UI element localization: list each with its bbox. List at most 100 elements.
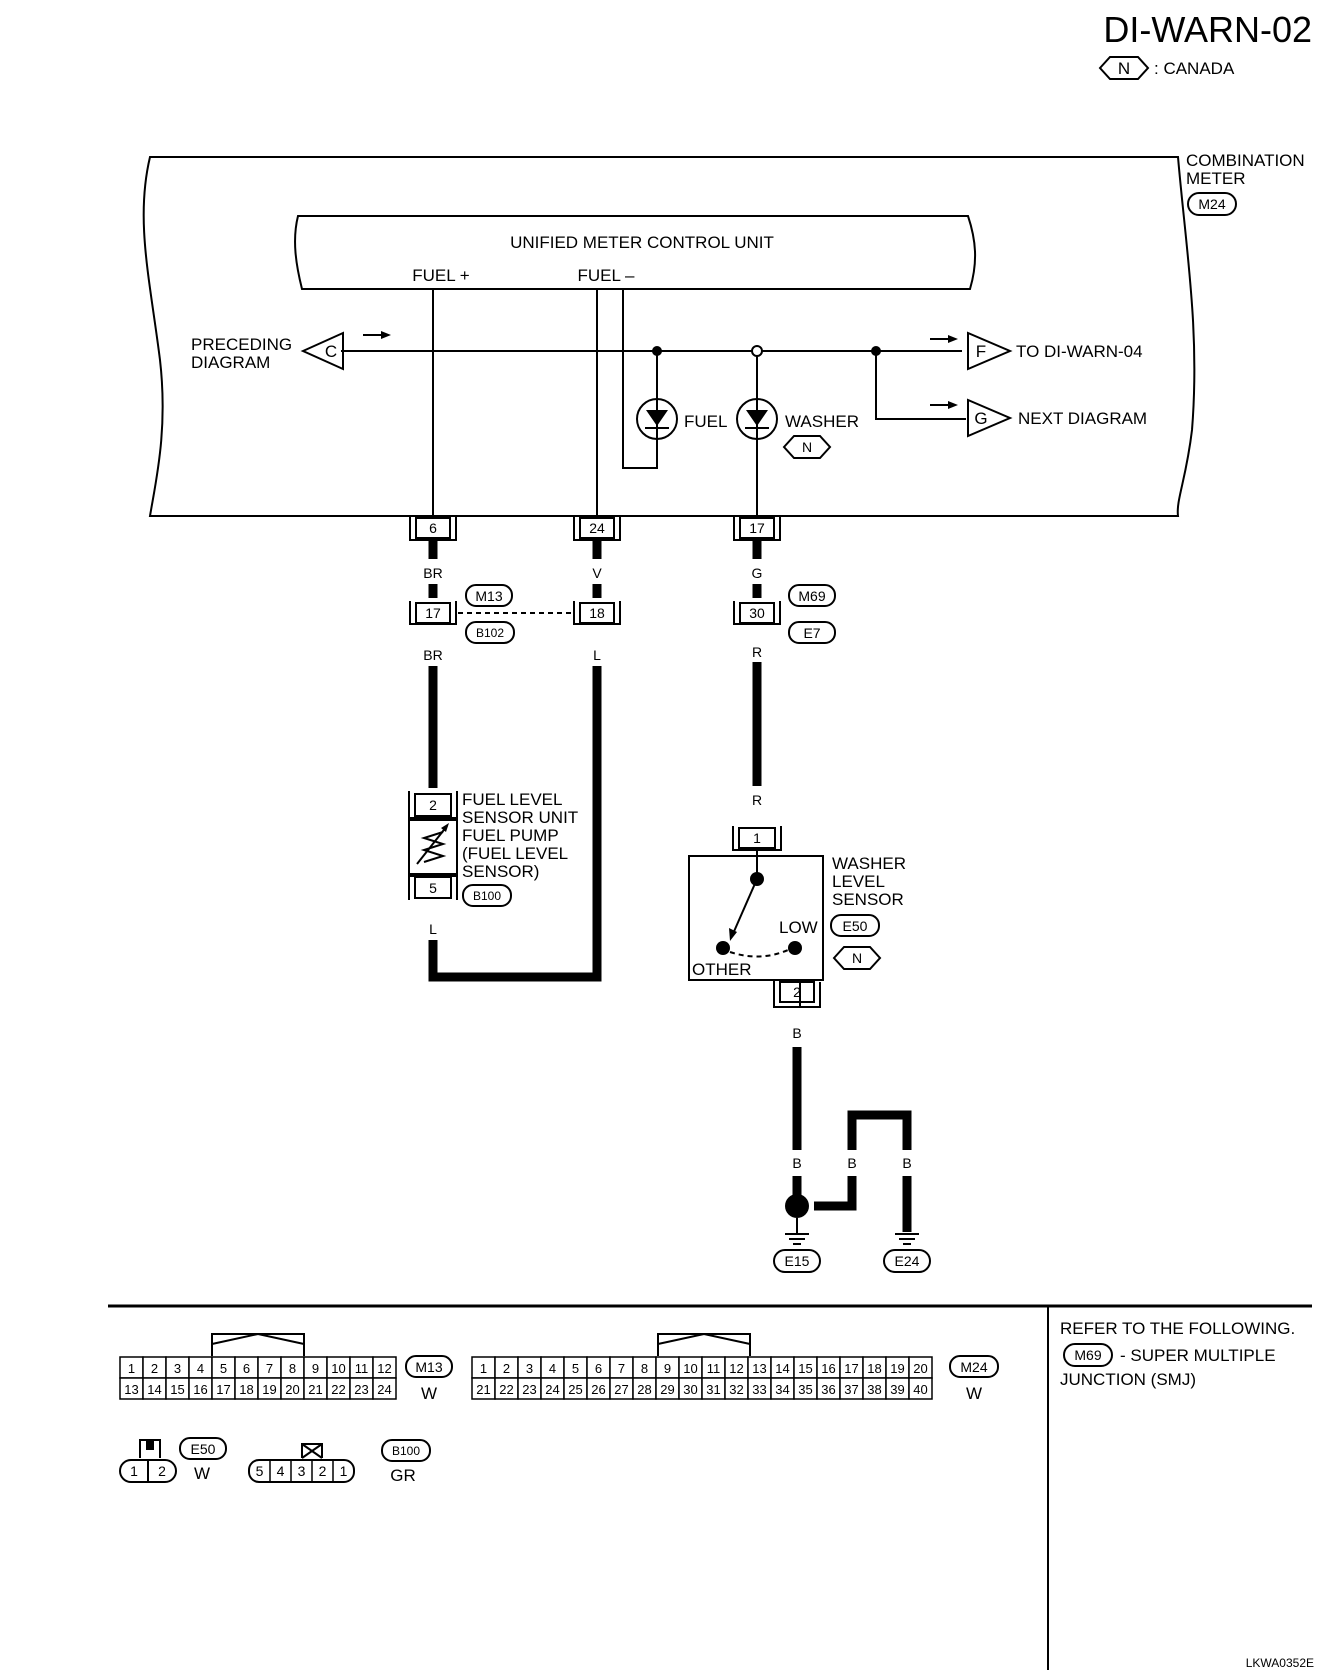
preceding-diagram-label-2: DIAGRAM	[191, 353, 270, 372]
m13-pin-label: 17	[216, 1382, 230, 1397]
connector-label-b102: B102	[465, 621, 515, 644]
m13-pin-label: 18	[239, 1382, 253, 1397]
refer-heading: REFER TO THE FOLLOWING.	[1060, 1319, 1295, 1338]
wire-b	[847, 1110, 912, 1150]
m24-pin-label: 4	[549, 1361, 556, 1376]
to-di-warn-04-label: TO DI-WARN-04	[1016, 342, 1143, 361]
figure-code: LKWA0352E	[1246, 1656, 1314, 1670]
washer-sensor-canada-symbol: N	[832, 946, 882, 970]
ground-label-e15: E15	[773, 1249, 821, 1273]
m24-pin-label: 20	[913, 1361, 927, 1376]
svg-text:N: N	[1118, 59, 1130, 78]
wire-color-b: B	[792, 1025, 801, 1041]
svg-text:N: N	[802, 439, 812, 455]
svg-text:1: 1	[130, 1463, 138, 1479]
washer-indicator-label: WASHER	[785, 412, 859, 431]
b100-pin-label: 2	[319, 1463, 327, 1479]
meter-pin-24: 24	[573, 516, 621, 541]
connector-label-m24-view: M24	[949, 1355, 999, 1378]
m24-pin-label: 17	[844, 1361, 858, 1376]
m13-pin-label: 1	[128, 1361, 135, 1376]
m24-pin-label: 24	[545, 1382, 559, 1397]
m24-pin-label: 26	[591, 1382, 605, 1397]
washer-sensor-label: SENSOR	[832, 890, 904, 909]
refer-line-2: - SUPER MULTIPLE	[1120, 1346, 1276, 1365]
m13-pin-label: 3	[174, 1361, 181, 1376]
washer-low-label: LOW	[779, 918, 818, 937]
m24-pin-label: 1	[480, 1361, 487, 1376]
washer-other-label: OTHER	[692, 960, 752, 979]
m24-pin-label: 21	[476, 1382, 490, 1397]
m13-pin-label: 15	[170, 1382, 184, 1397]
fuel-minus-label: FUEL –	[577, 266, 635, 285]
m24-pin-label: 27	[614, 1382, 628, 1397]
svg-text:M69: M69	[1074, 1347, 1101, 1363]
wire-l	[428, 666, 602, 982]
wire-color-br-lower: BR	[423, 647, 442, 663]
svg-text:E50: E50	[843, 918, 868, 934]
connector-color-m13: W	[421, 1384, 437, 1403]
m24-pin-label: 9	[664, 1361, 671, 1376]
m24-pin-label: 29	[660, 1382, 674, 1397]
m13-pin-label: 19	[262, 1382, 276, 1397]
flow-arrow	[930, 335, 958, 343]
svg-text:B100: B100	[473, 889, 501, 903]
svg-text:5: 5	[429, 880, 437, 896]
m13-pin-label: 12	[377, 1361, 391, 1376]
b100-outline	[248, 1459, 355, 1483]
connector-label-m69: M69	[788, 584, 836, 607]
next-diagram-label: NEXT DIAGRAM	[1018, 409, 1147, 428]
m13-pin-label: 6	[243, 1361, 250, 1376]
svg-text:E15: E15	[785, 1253, 810, 1269]
svg-text:2: 2	[158, 1463, 166, 1479]
wire-b	[814, 1176, 857, 1211]
m13-pin-label: 7	[266, 1361, 273, 1376]
m24-cell	[908, 1377, 933, 1400]
svg-text:C: C	[325, 342, 337, 361]
svg-text:17: 17	[749, 520, 765, 536]
m13-pin-label: 2	[151, 1361, 158, 1376]
m24-pin-label: 7	[618, 1361, 625, 1376]
m24-pin-label: 38	[867, 1382, 881, 1397]
m24-pin-label: 32	[729, 1382, 743, 1397]
wire-color-g: G	[752, 565, 763, 581]
m24-pin-label: 11	[707, 1361, 721, 1376]
m24-pin-label: 25	[568, 1382, 582, 1397]
m24-pin-label: 15	[798, 1361, 812, 1376]
fuel-sensor-label: SENSOR UNIT	[462, 808, 578, 827]
combination-meter-label-1: COMBINATION	[1186, 151, 1305, 170]
svg-text:E24: E24	[895, 1253, 920, 1269]
wire-color-l-upper: L	[593, 647, 601, 663]
reference-f-marker[interactable]: F	[967, 331, 1013, 371]
washer-canada-symbol: N	[782, 435, 832, 459]
svg-text:F: F	[976, 342, 986, 361]
combination-meter-outline	[142, 156, 1196, 517]
svg-text:M13: M13	[415, 1359, 442, 1375]
m13-cell	[372, 1377, 397, 1400]
reference-g-marker[interactable]: G	[967, 398, 1013, 438]
m24-pin-label: 18	[867, 1361, 881, 1376]
connector-label-m24: M24	[1187, 192, 1237, 216]
connector-label-e50: E50	[830, 914, 880, 937]
m13-pin-label: 5	[220, 1361, 227, 1376]
meter-pin-6: 6	[409, 516, 457, 541]
connector-label-e50-view: E50	[179, 1437, 227, 1460]
connector-label-m13-view: M13	[405, 1355, 453, 1378]
wire-color-r-lower: R	[752, 792, 762, 808]
flow-arrow	[363, 331, 391, 339]
b100-pin-label: 4	[277, 1463, 285, 1479]
meter-pin-17: 17	[733, 516, 781, 541]
fuel-sensor-label: FUEL PUMP	[462, 826, 559, 845]
m13-pin-label: 11	[355, 1361, 369, 1376]
canada-legend: : CANADA	[1154, 59, 1235, 78]
joint-connector-18: 18	[573, 601, 621, 625]
svg-text:1: 1	[753, 830, 761, 846]
b100-pin-label: 3	[298, 1463, 306, 1479]
reference-c-marker[interactable]: C	[300, 331, 344, 371]
m13-pin-label: 20	[285, 1382, 299, 1397]
bus-open-junction	[751, 345, 763, 357]
fuel-level-sensor: 2 5	[408, 791, 458, 900]
fuel-sensor-label: SENSOR)	[462, 862, 539, 881]
washer-sensor-label: WASHER	[832, 854, 906, 873]
